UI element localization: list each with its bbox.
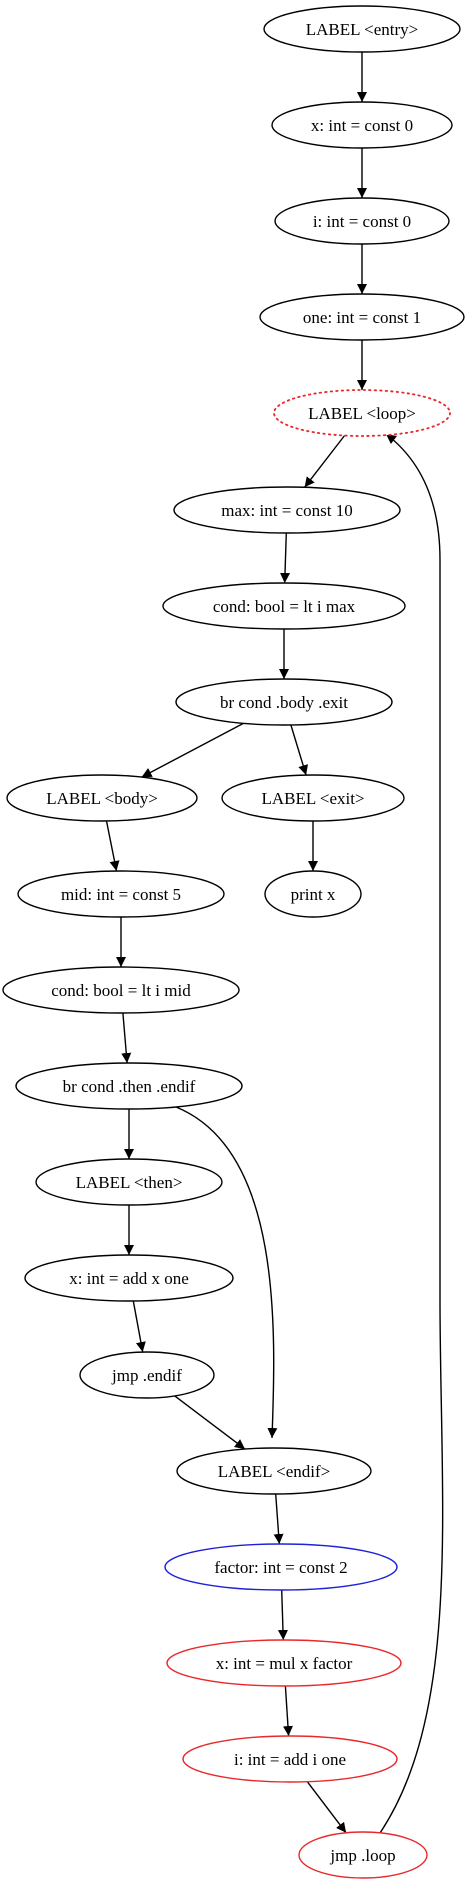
node-br2: br cond .then .endif	[15, 1062, 243, 1110]
node-br1: br cond .body .exit	[175, 678, 393, 726]
node-addx: x: int = add x one	[24, 1254, 234, 1302]
node-ellipse	[2, 966, 240, 1014]
node-label: factor: int = const 2	[214, 1558, 347, 1577]
node-label: LABEL <exit>	[261, 789, 364, 808]
node-label: cond: bool = lt i max	[213, 597, 356, 616]
edge-max-to-cond1	[280, 532, 291, 584]
node-label: br cond .then .endif	[63, 1077, 196, 1096]
node-ellipse	[79, 1351, 215, 1399]
node-jmploop: jmp .loop	[298, 1831, 428, 1879]
node-endif: LABEL <endif>	[176, 1447, 372, 1495]
node-addi: i: int = add i one	[182, 1735, 398, 1783]
node-one: one: int = const 1	[259, 293, 465, 341]
node-jmpend: jmp .endif	[79, 1351, 215, 1399]
node-ellipse	[175, 678, 393, 726]
node-label: one: int = const 1	[303, 308, 421, 327]
node-ellipse	[273, 389, 451, 437]
node-ellipse	[182, 1735, 398, 1783]
node-ellipse	[17, 870, 225, 918]
edges-layer	[105, 52, 444, 1834]
node-ellipse	[298, 1831, 428, 1879]
node-label: LABEL <loop>	[308, 404, 416, 423]
node-body: LABEL <body>	[6, 774, 198, 822]
node-x0: x: int = const 0	[271, 101, 453, 149]
node-entry: LABEL <entry>	[263, 5, 461, 53]
node-label: cond: bool = lt i mid	[51, 981, 191, 1000]
edge-endif-to-factor	[273, 1493, 284, 1545]
node-mid: mid: int = const 5	[17, 870, 225, 918]
node-label: br cond .body .exit	[220, 693, 348, 712]
node-ellipse	[176, 1447, 372, 1495]
edge-jmploop-to-loop	[379, 433, 444, 1834]
node-then: LABEL <then>	[35, 1158, 223, 1206]
node-label: LABEL <entry>	[306, 20, 419, 39]
node-ellipse	[259, 293, 465, 341]
node-label: LABEL <body>	[46, 789, 158, 808]
node-label: jmp .endif	[111, 1366, 182, 1385]
edge-loop-to-max	[304, 435, 346, 488]
edge-cond2-to-br2	[121, 1012, 132, 1064]
edge-body-to-mid	[105, 820, 120, 872]
node-mulx: x: int = mul x factor	[166, 1639, 402, 1687]
node-ellipse	[264, 870, 362, 918]
node-ellipse	[15, 1062, 243, 1110]
node-label: LABEL <then>	[76, 1173, 183, 1192]
edge-addi-to-jmploop	[306, 1781, 347, 1834]
node-label: x: int = add x one	[69, 1269, 189, 1288]
node-loop: LABEL <loop>	[273, 389, 451, 437]
node-max: max: int = const 10	[173, 486, 401, 534]
node-exit: LABEL <exit>	[221, 774, 405, 822]
node-factor: factor: int = const 2	[164, 1543, 398, 1591]
edge-addx-to-jmpend	[132, 1300, 146, 1353]
node-ellipse	[166, 1639, 402, 1687]
node-ellipse	[162, 582, 406, 630]
node-cond2: cond: bool = lt i mid	[2, 966, 240, 1014]
node-ellipse	[24, 1254, 234, 1302]
node-label: print x	[291, 885, 336, 904]
node-ellipse	[164, 1543, 398, 1591]
edge-br1-to-exit	[290, 724, 308, 776]
node-label: i: int = add i one	[234, 1750, 346, 1769]
node-ellipse	[271, 101, 453, 149]
node-label: x: int = const 0	[311, 116, 413, 135]
edge-br2-to-endif	[175, 1106, 278, 1439]
edge-jmpend-to-endif	[174, 1395, 246, 1450]
node-label: jmp .loop	[329, 1846, 395, 1865]
node-ellipse	[263, 5, 461, 53]
node-ellipse	[274, 197, 450, 245]
node-label: max: int = const 10	[221, 501, 352, 520]
node-cond1: cond: bool = lt i max	[162, 582, 406, 630]
node-label: x: int = mul x factor	[216, 1654, 353, 1673]
node-i0: i: int = const 0	[274, 197, 450, 245]
node-label: i: int = const 0	[313, 212, 411, 231]
node-label: LABEL <endif>	[218, 1462, 331, 1481]
node-ellipse	[173, 486, 401, 534]
node-ellipse	[6, 774, 198, 822]
nodes-layer: LABEL <entry> x: int = const 0 i: int = co…	[2, 5, 465, 1879]
node-ellipse	[35, 1158, 223, 1206]
node-ellipse	[221, 774, 405, 822]
edge-br1-to-body	[141, 722, 244, 778]
edge-mulx-to-addi	[282, 1685, 293, 1737]
node-print: print x	[264, 870, 362, 918]
edge-factor-to-mulx	[277, 1589, 288, 1641]
node-label: mid: int = const 5	[61, 885, 181, 904]
